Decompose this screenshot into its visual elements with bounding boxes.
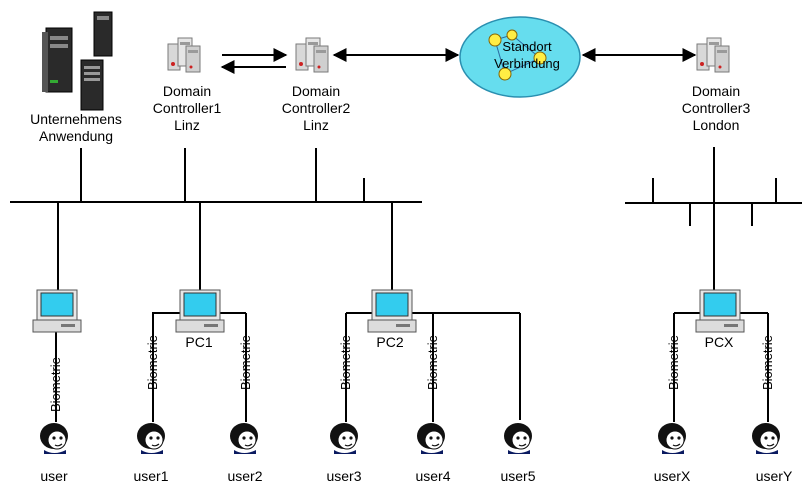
user-name-label: user3	[326, 468, 362, 484]
domain-controller3-icon	[696, 37, 730, 73]
userx-icon	[657, 422, 687, 455]
user-name-label: user4	[415, 468, 451, 484]
user4-icon	[416, 422, 446, 455]
user-name-label: user5	[500, 468, 536, 484]
biometric-label: Biometrie	[666, 335, 681, 390]
user2-icon	[229, 422, 259, 455]
dc3-label-line1: Domain	[691, 83, 741, 99]
user3-icon	[329, 422, 359, 455]
pc1-icon	[175, 289, 225, 333]
network-cloud-icon	[459, 16, 581, 98]
dc2-label-line1: Domain	[291, 83, 341, 99]
site-link-label-line2: Verbindung	[494, 56, 560, 71]
biometric-label: Biometrie	[760, 335, 775, 390]
app-server-label: Unternehmens Anwendung	[30, 111, 122, 145]
dc2-label-line3: Linz	[303, 117, 329, 133]
enterprise-server-icon	[42, 11, 113, 111]
dc2-label-line2: Controller2	[281, 100, 351, 116]
dc3-label-line2: Controller3	[681, 100, 751, 116]
pcx-icon	[695, 289, 745, 333]
pcx-label: PCX	[704, 334, 734, 350]
user1-icon	[136, 422, 166, 455]
app-server-label-line1: Unternehmens	[30, 111, 122, 127]
app-server-label-line2: Anwendung	[39, 128, 113, 144]
domain-controller1-icon	[167, 37, 201, 73]
usery-icon	[751, 422, 781, 455]
user5-icon	[503, 422, 533, 455]
user-name-label: userX	[653, 468, 691, 484]
biometric-label: Biometrie	[338, 335, 353, 390]
user-name-label: user2	[227, 468, 263, 484]
domain-controller2-icon	[295, 37, 329, 73]
dc1-label: Domain Controller1 Linz	[153, 83, 221, 134]
pc2-label: PC2	[376, 334, 404, 350]
site-link-label-line1: Standort	[502, 39, 552, 54]
dc1-label-line3: Linz	[174, 117, 200, 133]
dc1-label-line2: Controller1	[152, 100, 222, 116]
pc1-label: PC1	[185, 334, 213, 350]
connections	[10, 48, 802, 422]
dc2-label: Domain Controller2 Linz	[282, 83, 350, 134]
pc2-icon	[367, 289, 417, 333]
dc1-label-line1: Domain	[162, 83, 212, 99]
pc-user-icon	[32, 289, 82, 333]
user-icon	[39, 422, 69, 455]
biometric-label: Biometrie	[145, 335, 160, 390]
dc3-label-line3: London	[692, 117, 740, 133]
biometric-label: Biometrie	[48, 357, 63, 412]
biometric-label: Biometrie	[425, 335, 440, 390]
biometric-label: Biometrie	[238, 335, 253, 390]
user-name-label: userY	[755, 468, 793, 484]
user-name-label: user	[40, 468, 68, 484]
site-link-label: Standort Verbindung	[494, 38, 560, 72]
dc3-label: Domain Controller3 London	[682, 83, 750, 134]
user-name-label: user1	[133, 468, 169, 484]
